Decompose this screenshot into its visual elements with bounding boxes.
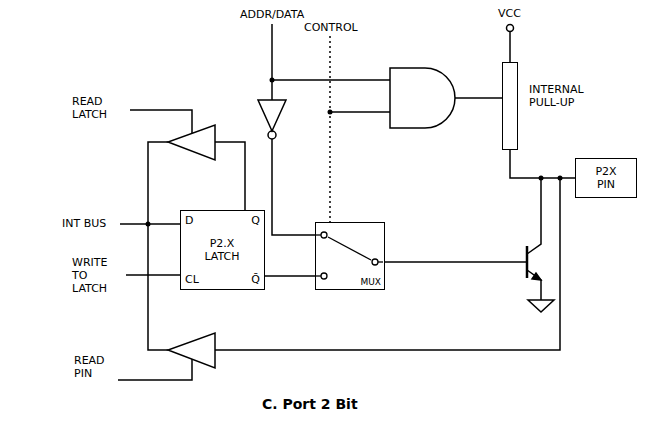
junction-dot	[328, 110, 333, 115]
box-text: D	[185, 214, 193, 227]
wire	[118, 359, 192, 380]
wire	[130, 110, 192, 133]
connector	[510, 150, 575, 178]
box-text: MUX	[360, 277, 381, 288]
junction-dot	[270, 78, 275, 83]
transistor-emitter	[527, 270, 541, 300]
ground-symbol	[528, 300, 554, 312]
connector-line	[265, 275, 315, 277]
latch-box: D Q P2.X LATCH CL Q̄	[180, 210, 265, 290]
wire	[215, 178, 560, 350]
pull-up-resistor: INTERNAL PULL-UP	[502, 62, 518, 150]
wire	[509, 32, 511, 62]
control-line	[329, 36, 331, 222]
pin-box: P2X PIN	[575, 158, 637, 198]
signal-name: READ PIN	[74, 354, 114, 380]
inverter-symbol	[258, 100, 286, 131]
signal-name: WRITE TO LATCH	[72, 256, 122, 295]
transistor-symbol	[526, 246, 529, 278]
signal-name: INT BUS	[62, 217, 106, 230]
wire	[385, 261, 527, 263]
signal-name: ADDR/DATA	[240, 8, 304, 21]
box-text: P2X PIN	[589, 165, 623, 191]
box-text: Q̄	[251, 273, 260, 286]
and-gate-symbol	[390, 68, 455, 128]
mux-box: MUX	[315, 222, 385, 290]
transistor-collector	[527, 178, 541, 254]
box-text: Q	[251, 214, 260, 227]
connector	[265, 276, 315, 277]
wire	[455, 97, 502, 99]
box-text: P2.X LATCH	[197, 237, 247, 263]
wire	[148, 142, 168, 350]
wire	[330, 111, 390, 113]
wire	[272, 79, 390, 81]
junction-dot	[146, 222, 151, 227]
connector-line	[510, 150, 575, 178]
wire	[272, 139, 315, 235]
emitter-arrow	[532, 273, 541, 280]
figure-caption: C. Port 2 Bit	[262, 396, 358, 412]
wire	[215, 142, 245, 210]
signal-name: CONTROL	[304, 21, 358, 34]
inverter-bubble	[268, 131, 276, 139]
wire	[271, 24, 273, 100]
supply-name: VCC	[498, 7, 521, 20]
box-text: INTERNAL PULL-UP	[529, 83, 605, 109]
vcc-terminal	[507, 25, 514, 32]
wire	[126, 274, 180, 276]
signal-name: READ LATCH	[72, 95, 128, 121]
box-text: CL	[185, 273, 199, 286]
